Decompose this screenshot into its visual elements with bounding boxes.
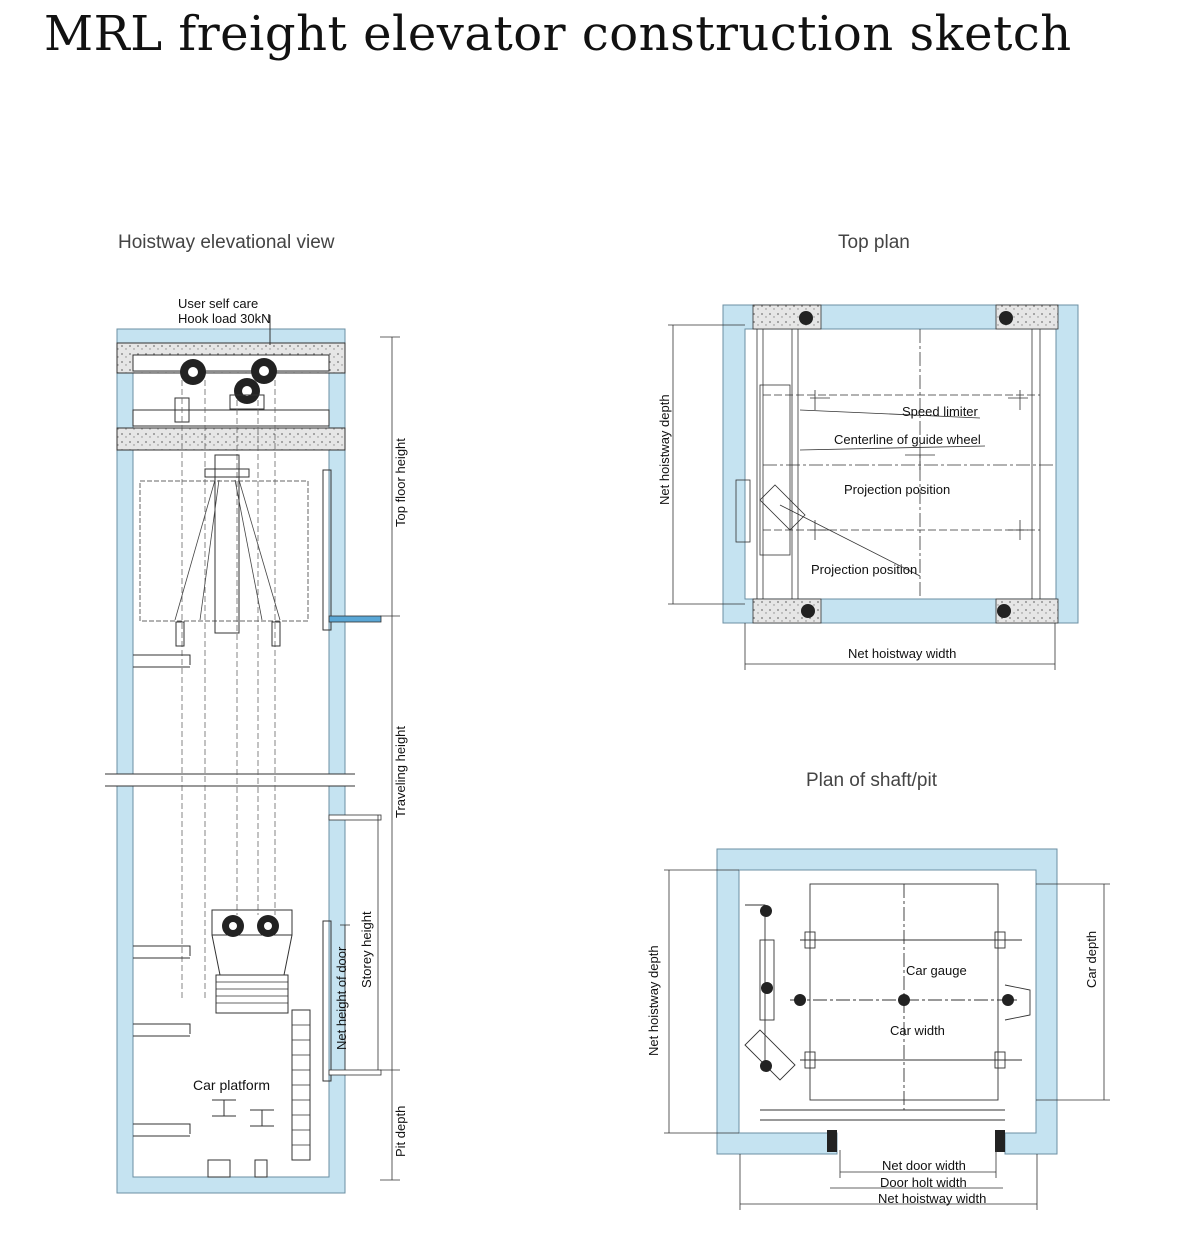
projection-position-label-2: Projection position <box>811 562 917 577</box>
shaft-plan-view: Net hoistway depth Car gauge Car width C… <box>646 848 1110 1210</box>
car-gauge-label: Car gauge <box>906 963 967 978</box>
shaft-depth-label: Net hoistway depth <box>646 945 661 1056</box>
top-plan-depth-label: Net hoistway depth <box>657 394 672 505</box>
car-width-label: Car width <box>890 1023 945 1038</box>
top-floor-height-label: Top floor height <box>393 438 408 527</box>
shaft-width-label: Net hoistway width <box>878 1191 986 1206</box>
landing-door-bottom <box>322 920 332 1082</box>
sill-top <box>328 615 382 623</box>
speed-limiter-label: Speed limiter <box>902 404 979 419</box>
car-sling <box>214 454 240 634</box>
shaft-plan-wall <box>716 848 1058 1155</box>
lower-beam-concrete <box>116 427 346 451</box>
projection-position-label-1: Projection position <box>844 482 950 497</box>
car-frame-outline <box>139 480 309 622</box>
guide-wheel-label: Centerline of guide wheel <box>834 432 981 447</box>
page-title: MRL freight elevator construction sketch <box>44 6 1072 62</box>
shaft-plan-title: Plan of shaft/pit <box>806 770 937 791</box>
hook-label-line1: User self care <box>178 296 258 311</box>
landing-door-top <box>322 469 332 631</box>
hook-label-line2: Hook load 30kN <box>178 311 271 326</box>
car-depth-label: Car depth <box>1084 931 1099 988</box>
net-door-height-label: Net height of door <box>334 946 349 1050</box>
elevation-shaft-wall <box>116 328 346 1194</box>
pit-depth-label: Pit depth <box>393 1106 408 1157</box>
top-plan-width-label: Net hoistway width <box>848 646 956 661</box>
net-door-width-label: Net door width <box>882 1158 966 1173</box>
traveling-height-label: Traveling height <box>393 726 408 818</box>
elevation-view-title: Hoistway elevational view <box>118 232 335 253</box>
elevation-view: User self care Hook load 30kN Top floor … <box>105 296 408 1194</box>
top-plan-view: Net hoistway depth Speed limiter Centerl… <box>657 304 1079 670</box>
door-holt-width-label: Door holt width <box>880 1175 967 1190</box>
storey-height-label: Storey height <box>359 911 374 988</box>
top-plan-title: Top plan <box>838 232 910 253</box>
car-platform-label: Car platform <box>193 1077 270 1093</box>
